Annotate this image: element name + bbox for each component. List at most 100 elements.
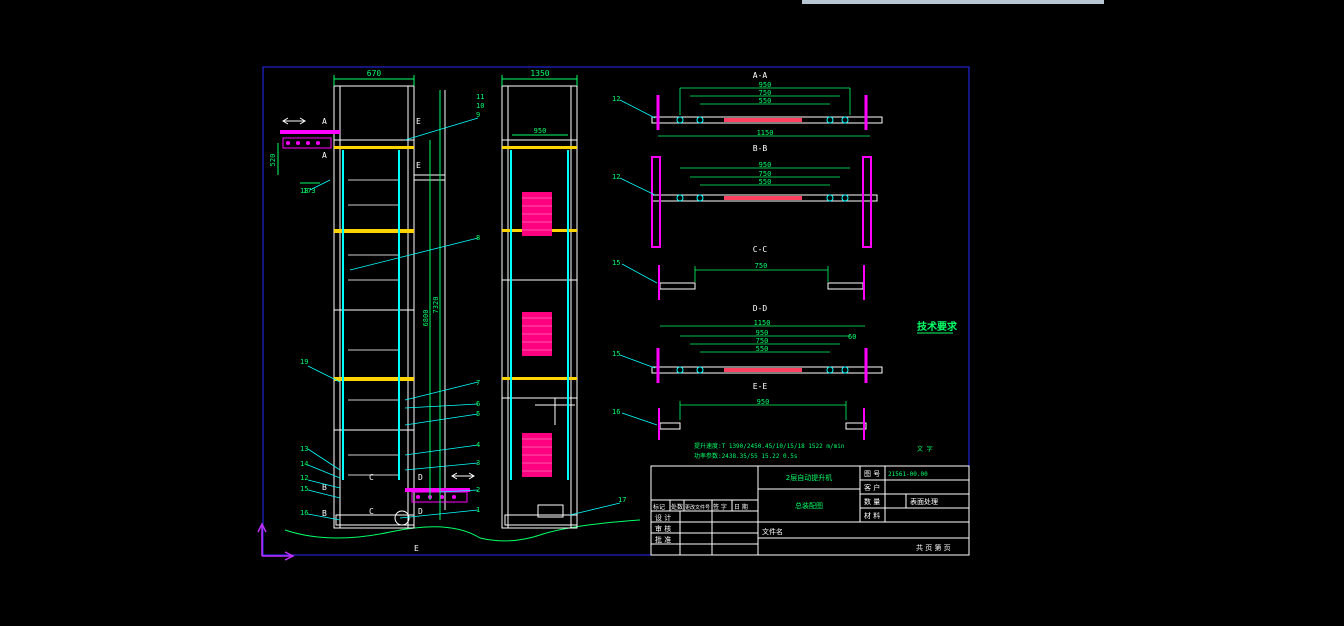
section-mark-c2: C (369, 507, 374, 516)
section-mark-c1: C (369, 473, 374, 482)
part-1: 1 (476, 506, 480, 514)
section-a-a-dim-550: 550 (759, 97, 772, 105)
part-12: 12 (300, 474, 308, 482)
side-part-17-leader (569, 502, 621, 516)
title-block (650, 465, 970, 556)
part-11: 11 (476, 93, 484, 101)
tb-rev-doc: 更改文件号 (685, 504, 710, 511)
section-d-d-dim-550: 550 (756, 345, 769, 353)
tb-sheets: 共 页 第 页 (916, 543, 951, 552)
section-mark-d2: D (418, 507, 423, 516)
side-view: 1350 950 17 (501, 69, 626, 529)
section-mark-a1: A (322, 117, 327, 126)
section-c-c: C-C 750 15 (612, 245, 865, 300)
front-view-rungs (348, 179, 400, 476)
front-view-leaders (307, 117, 479, 521)
part-16: 16 (300, 509, 308, 517)
note-line-1: 提升速度:T 1390/2450.45/10/15/18 1522 m/min (694, 442, 845, 450)
front-view: 670 520 173 6800 7320 A A E E C C D D B … (269, 69, 484, 553)
section-b-b-dim-550: 550 (759, 178, 772, 186)
section-d-d-dim-1150: 1150 (754, 319, 771, 327)
section-mark-e1: E (416, 117, 421, 126)
tb-surface-label: 表面处理 (910, 497, 938, 506)
part-9: 9 (476, 111, 480, 119)
tb-rev-sign: 签 字 (713, 503, 727, 511)
section-a-a-dim-750: 750 (759, 89, 772, 97)
side-view-base (504, 504, 578, 526)
part-15: 15 (300, 485, 308, 493)
front-top-dim: 670 (367, 69, 382, 78)
tb-file-label: 文件名 (762, 527, 783, 536)
tb-rev-mark: 标记 (653, 503, 665, 511)
tb-part-name: 总装配图 (795, 501, 823, 510)
section-d-d-dim-60: 60 (848, 333, 856, 341)
section-c-c-callout: 15 (612, 259, 620, 267)
section-b-b-dim-750: 750 (759, 170, 772, 178)
front-view-base (335, 510, 415, 526)
section-a-a-dim-1150: 1150 (757, 129, 774, 137)
drawing-frame (262, 66, 970, 556)
side-part-17: 17 (618, 496, 626, 504)
part-3: 3 (476, 459, 480, 467)
tb-design-label: 设 计 (655, 513, 671, 522)
section-b-b: B-B 950 750 550 12 (612, 144, 878, 248)
part-2: 2 (476, 486, 480, 494)
part-6: 6 (476, 400, 480, 408)
tb-drawing-no: 21561-00.00 (888, 471, 928, 478)
part-5: 5 (476, 410, 480, 418)
tb-rev-count: 处数 (671, 503, 683, 511)
tb-drawing-no-label: 图 号 (864, 470, 880, 478)
part-14: 14 (300, 460, 308, 468)
part-7: 7 (476, 379, 480, 387)
tb-rev-date: 日 期 (734, 503, 748, 511)
part-18: 18 (300, 187, 308, 195)
section-e-e-dim-950: 950 (757, 398, 770, 406)
section-e-e-title: E-E (753, 382, 768, 391)
section-a-a-callout: 12 (612, 95, 620, 103)
tb-review-label: 审 核 (655, 524, 671, 533)
front-side-dim-a: 520 (269, 154, 277, 167)
front-side-dim-b: 173 (303, 187, 316, 195)
part-13: 13 (300, 445, 308, 453)
part-10: 10 (476, 102, 484, 110)
note-line-2: 功率参数:2438.35/55 15.22 0.5s (694, 452, 798, 460)
section-d-d-dim-950: 950 (756, 329, 769, 337)
tb-customer-label: 客 户 (864, 483, 880, 492)
section-c-c-title: C-C (753, 245, 768, 254)
section-b-b-title: B-B (753, 144, 768, 153)
section-mark-b2: B (322, 509, 327, 518)
tb-approve-label: 批 准 (655, 535, 671, 544)
front-height-dim-b: 7320 (432, 297, 440, 314)
side-view-guides (510, 150, 569, 480)
part-8: 8 (476, 234, 480, 242)
section-mark-e3: E (414, 544, 419, 553)
section-a-a: A-A 950 750 550 1150 12 (612, 71, 883, 137)
ucs-axis-icon (257, 522, 295, 561)
ground-line (284, 519, 641, 542)
section-d-d: D-D 1150 950 750 550 60 15 (612, 304, 883, 383)
part-4: 4 (476, 441, 480, 449)
tb-quantity-label: 数 量 (864, 497, 880, 506)
section-d-d-dim-750: 750 (756, 337, 769, 345)
front-height-dim-a: 6800 (422, 310, 430, 327)
front-view-beams (334, 146, 414, 381)
section-d-d-title: D-D (753, 304, 768, 313)
part-19: 19 (300, 358, 308, 366)
section-b-b-callout: 12 (612, 173, 620, 181)
tech-requirements-heading: 技术要求 (917, 320, 958, 333)
side-top-dim: 1350 (530, 69, 549, 78)
note-mark: 文 字 (917, 445, 933, 453)
section-a-a-dim-950: 950 (759, 81, 772, 89)
side-view-trays (522, 192, 552, 477)
section-mark-d1: D (418, 473, 423, 482)
front-view-conveyor-top (280, 117, 340, 149)
front-view-frame (333, 85, 446, 529)
side-view-dimensions (501, 75, 578, 136)
section-b-b-dim-950: 950 (759, 161, 772, 169)
window-title-bar-strip (802, 0, 1104, 4)
section-d-d-callout: 15 (612, 350, 620, 358)
section-c-c-dim-750: 750 (755, 262, 768, 270)
section-e-e: E-E 950 16 (612, 382, 867, 440)
tb-drawing-title: 2层自动提升机 (786, 473, 832, 482)
